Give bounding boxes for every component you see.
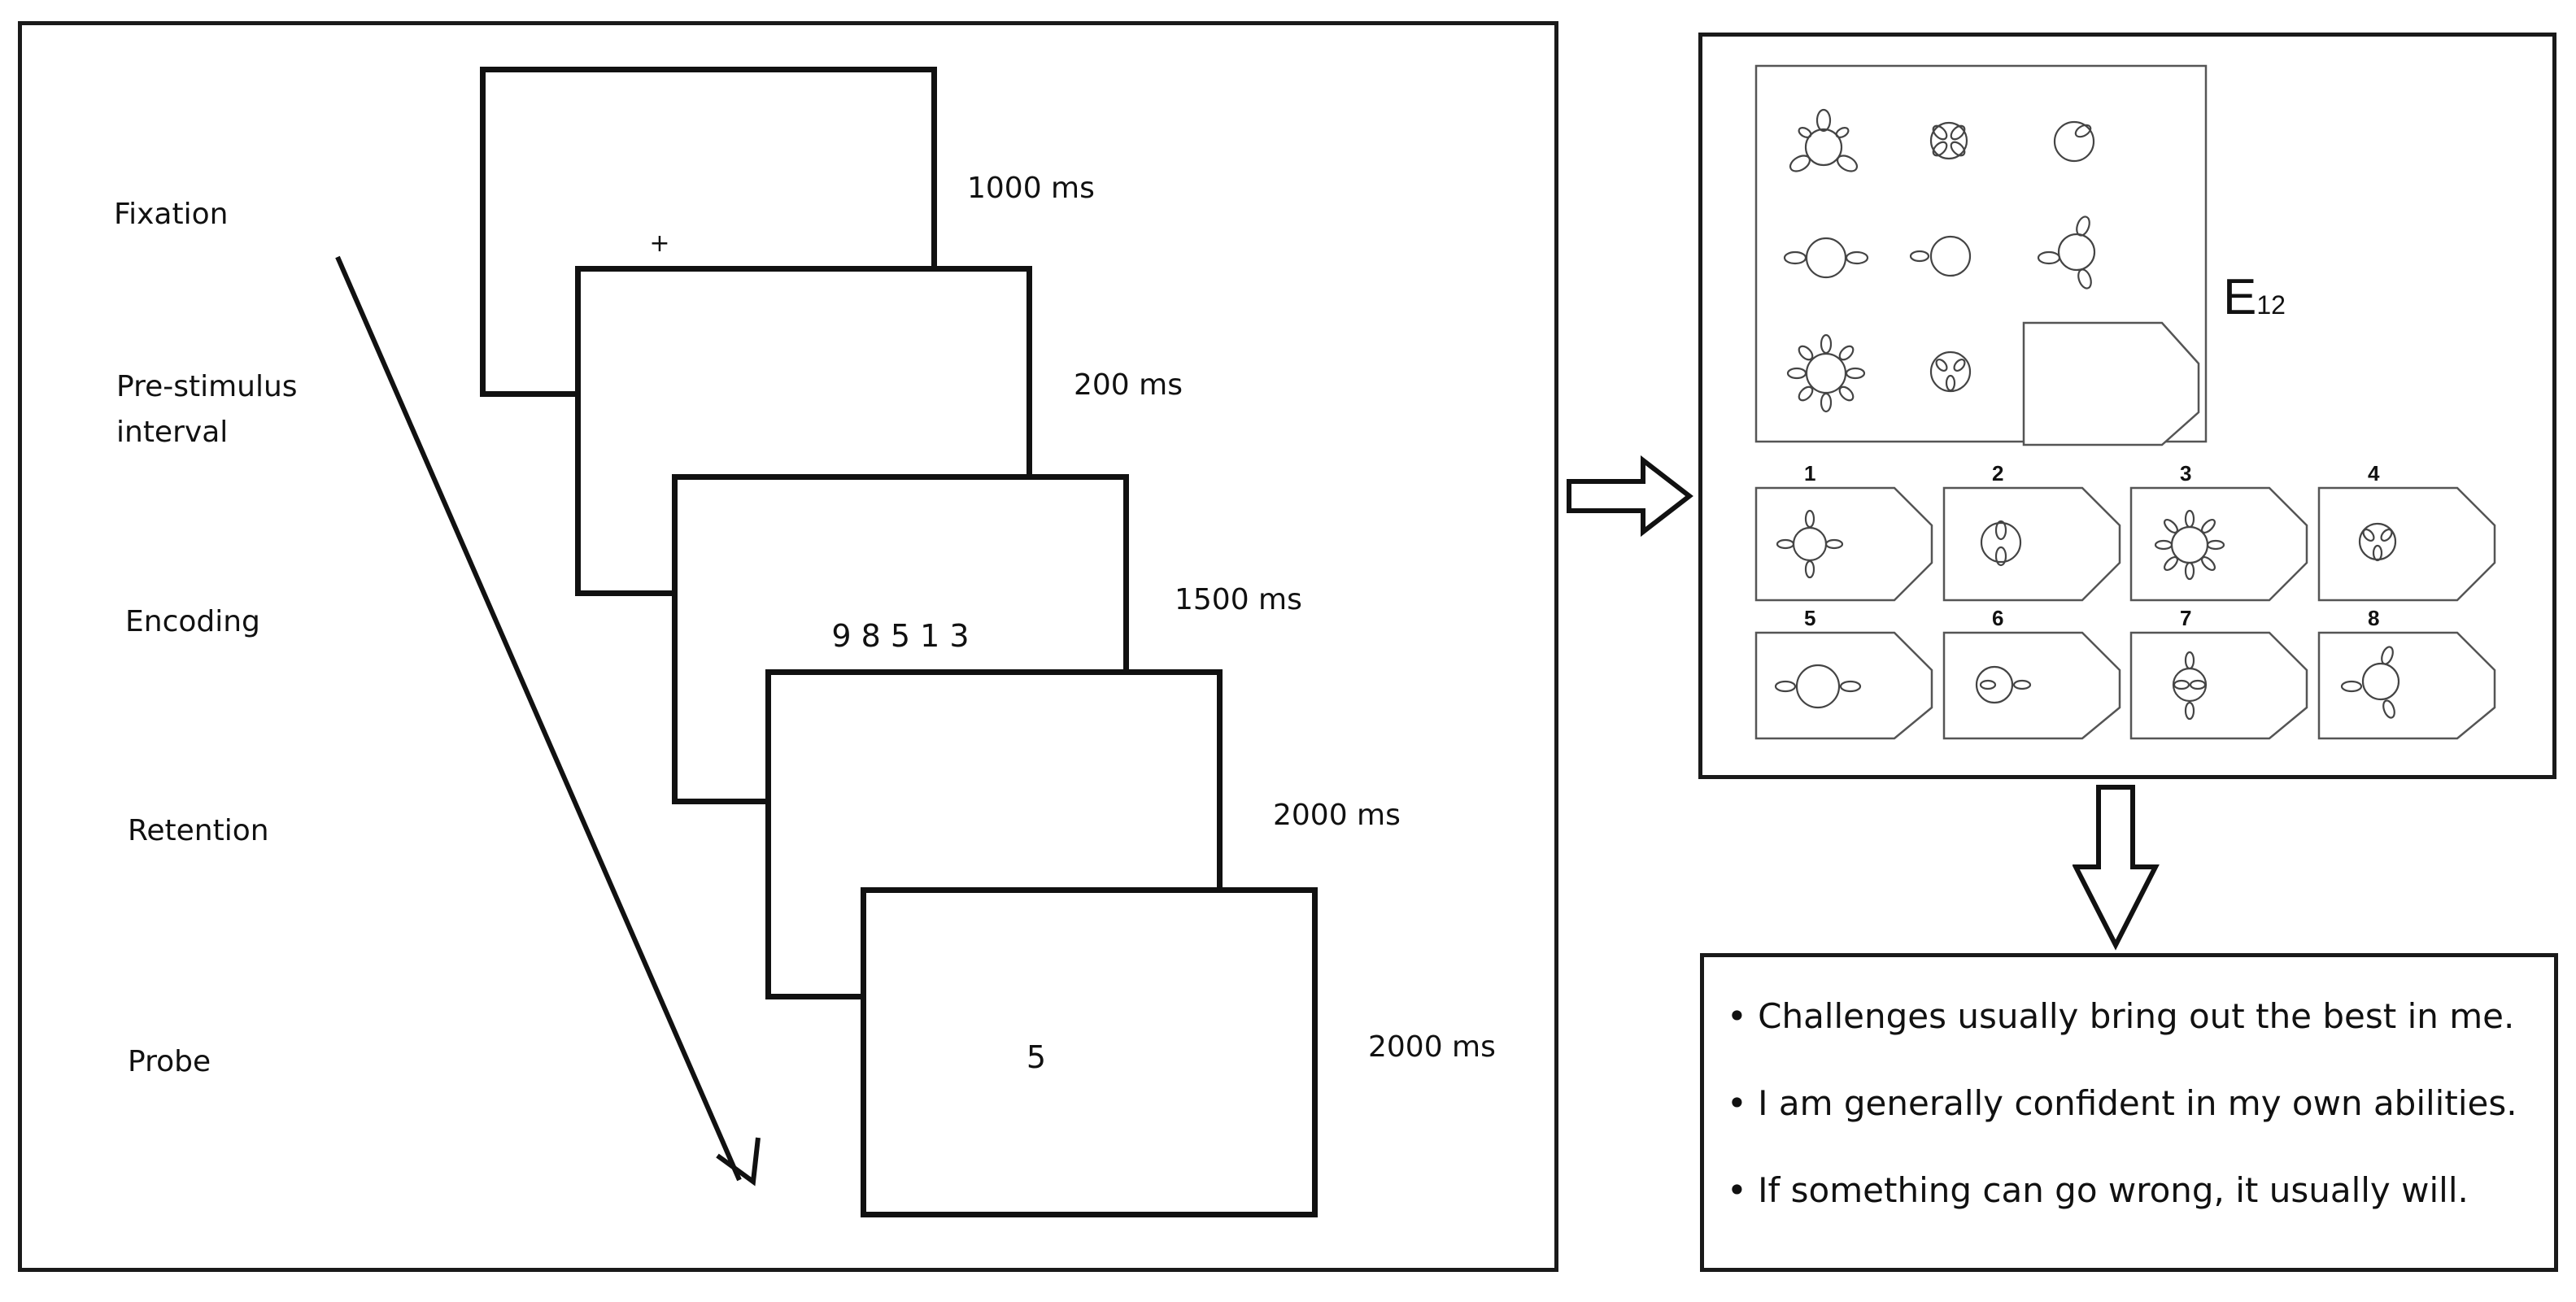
questionnaire-panel: • Challenges usually bring out the best … [1700,953,2558,1272]
option-number-8: 8 [2368,606,2380,630]
option-number-3: 3 [2180,461,2192,486]
duration-retention: 2000 ms [1273,799,1401,832]
step-label-pre-stimulus: Pre-stimulus interval [116,370,298,449]
time-arrow [335,255,761,1187]
duration-probe: 2000 ms [1368,1030,1496,1064]
screen-probe: 5 [861,887,1318,1217]
step-label-fixation: Fixation [114,198,229,231]
option-2 [1942,486,2121,602]
option-number-2: 2 [1992,461,2004,486]
matrix-item-panel: 1 2 3 4 5 6 7 8 E12 [1698,33,2556,779]
matrix-drawing [1754,64,2496,740]
option-number-6: 6 [1992,606,2004,630]
questionnaire-item-2: • I am generally confident in my own abi… [1727,1083,2517,1123]
step-label-retention: Retention [128,814,269,847]
option-1 [1754,486,1933,602]
down-arrow [2073,785,2160,951]
matrix-frame [1754,64,2208,443]
matrix-figure-1-1 [1789,108,1859,172]
step-label-probe: Probe [128,1045,211,1078]
option-4 [2317,486,2496,602]
duration-encoding: 1500 ms [1175,583,1302,616]
option-3 [2129,486,2308,602]
option-number-4: 4 [2368,461,2380,486]
option-number-5: 5 [1804,606,1816,630]
matrix-figure-2-3 [2037,216,2096,290]
matrix-answer-slot [2022,321,2200,446]
option-number-1: 1 [1804,461,1816,486]
duration-pre-stimulus: 200 ms [1074,368,1183,402]
memory-set-digits: 9 8 5 1 3 [831,618,970,654]
matrix-figure-2-1 [1783,237,1869,279]
questionnaire-item-3: • If something can go wrong, it usually … [1727,1170,2469,1210]
item-label-subscript: 12 [2256,290,2286,320]
option-number-7: 7 [2180,606,2192,630]
step-label-encoding: Encoding [125,605,260,638]
option-7 [2129,631,2308,740]
matrix-figure-1-2 [1929,121,1968,160]
option-6 [1942,631,2121,740]
matrix-figure-2-2 [1909,235,1972,277]
matrix-figure-3-1 [1786,333,1866,413]
time-arrow-head [716,1137,761,1187]
duration-fixation: 1000 ms [967,172,1095,205]
item-label: E12 [2223,268,2286,326]
matrix-figure-3-2 [1929,351,1972,393]
fixation-cross: + [649,229,670,258]
option-8 [2317,631,2496,740]
option-5 [1754,631,1933,740]
task-sequence-panel: Fixation Pre-stimulus interval Encoding … [18,21,1558,1272]
right-arrow [1567,455,1693,537]
item-label-main: E [2223,269,2257,325]
probe-digit: 5 [1026,1039,1047,1075]
matrix-figure-1-3 [2053,120,2095,163]
questionnaire-item-1: • Challenges usually bring out the best … [1727,996,2515,1036]
time-arrow-shaft [335,255,742,1182]
